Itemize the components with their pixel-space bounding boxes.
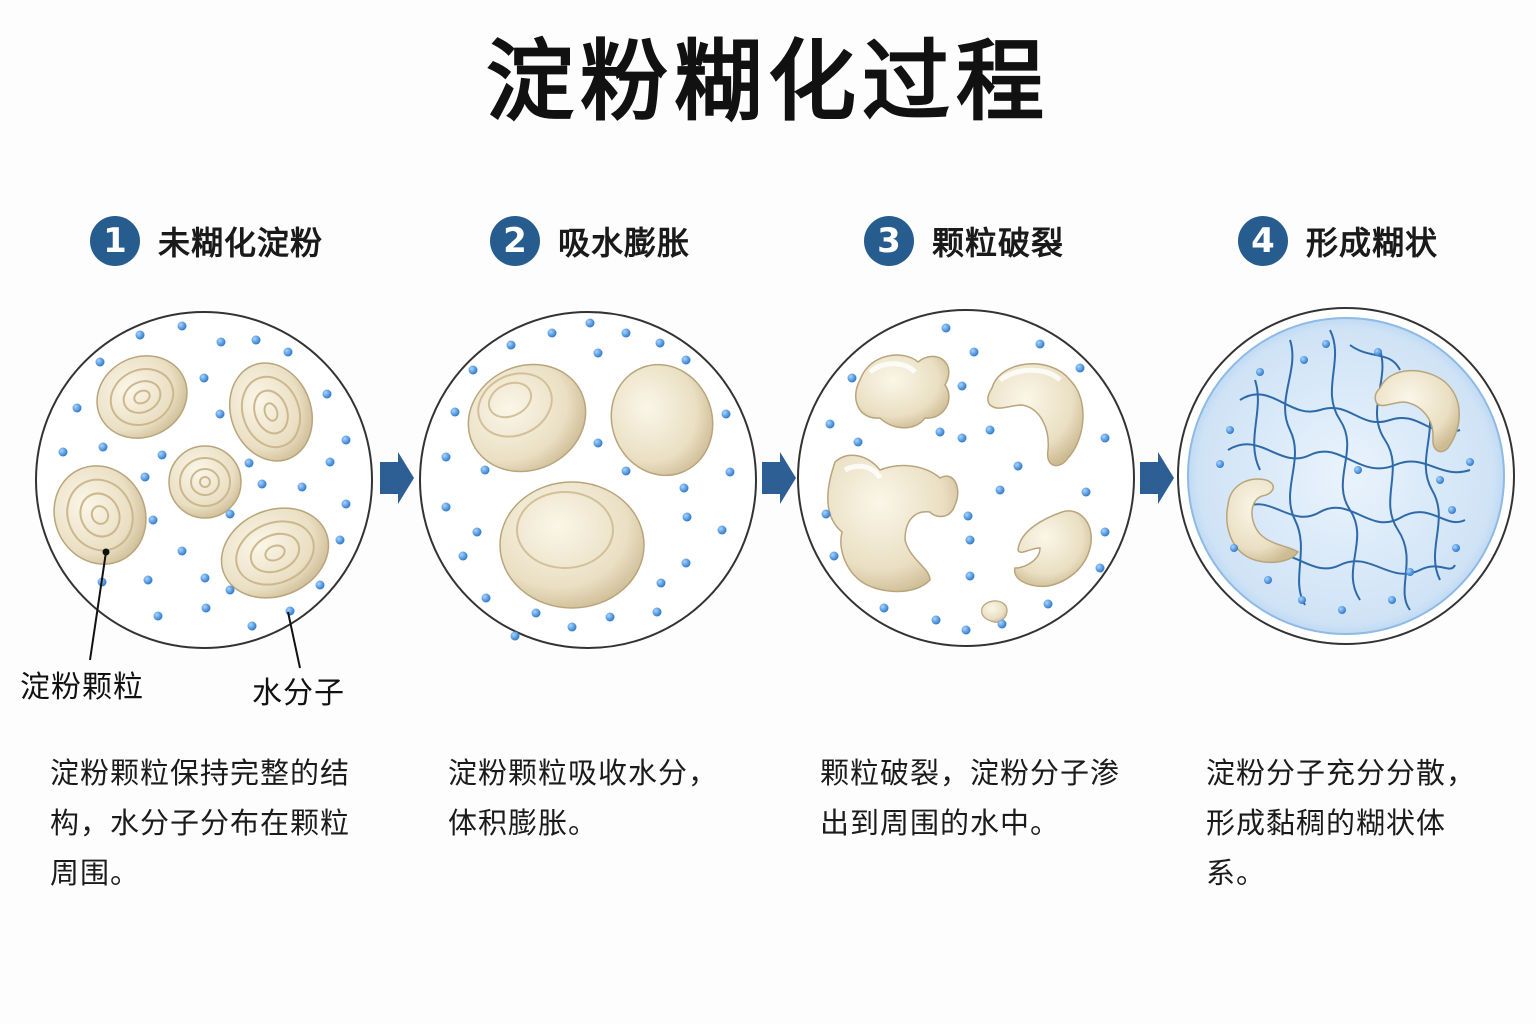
starch-granule-fragment	[981, 600, 1008, 623]
starch-granule-label: 淀粉颗粒	[20, 670, 144, 705]
starch-granule-fragment	[1014, 510, 1092, 588]
starch-granule-intact	[220, 507, 330, 599]
step-3-badge: 3	[864, 216, 914, 266]
stage-3-circle	[797, 309, 1135, 647]
starch-molecule-network	[1227, 329, 1471, 611]
step-3-title: 颗粒破裂	[932, 224, 1065, 262]
starch-granule-intact	[96, 355, 188, 439]
water-molecules	[58, 321, 351, 631]
step-4-header: 4 形成糊状	[1238, 214, 1438, 268]
page-title: 淀粉糊化过程	[485, 30, 1050, 133]
step-3-description: 颗粒破裂，淀粉分子渗出到周围的水中。	[820, 756, 1121, 840]
water-molecule-label: 水分子	[252, 676, 345, 711]
water-molecules	[1216, 340, 1474, 614]
paste-medium	[1187, 317, 1505, 635]
step-1-header: 1 未糊化淀粉	[90, 214, 323, 268]
starch-granule-fragment	[827, 454, 959, 593]
starch-granule-swollen	[610, 363, 714, 477]
stage-4-circle	[1177, 307, 1515, 645]
step-4-description: 淀粉分子充分分散，形成黏稠的糊状体系。	[1206, 756, 1477, 890]
step-4-badge: 4	[1238, 216, 1288, 266]
arrow-right-icon	[762, 452, 796, 504]
starch-granule-remnant	[1374, 370, 1460, 453]
starch-granule-intact	[168, 445, 242, 519]
water-molecules	[441, 318, 735, 641]
starch-granule-fragment	[987, 363, 1084, 467]
arrow-right-icon	[380, 452, 414, 504]
arrow-right-icon	[1140, 452, 1174, 504]
starch-granule-fragment	[855, 354, 950, 429]
step-3-header: 3 颗粒破裂	[864, 214, 1064, 268]
stage-2-circle	[419, 311, 757, 649]
starch-granule-swollen	[467, 363, 587, 473]
step-1-badge: 1	[90, 216, 140, 266]
starch-granule-callout-line	[89, 551, 107, 661]
starch-granule-intact	[228, 362, 314, 462]
water-molecule-callout-line	[287, 611, 301, 669]
water-molecules	[821, 323, 1110, 635]
stage-1-circle	[35, 311, 373, 669]
step-4-title: 形成糊状	[1306, 224, 1439, 262]
step-1-description: 淀粉颗粒保持完整的结构，水分子分布在颗粒周围。	[50, 756, 351, 890]
step-2-badge: 2	[490, 216, 540, 266]
step-2-description: 淀粉颗粒吸收水分，体积膨胀。	[448, 756, 719, 840]
starch-granule-remnant	[1226, 478, 1300, 564]
starch-granule-intact	[53, 465, 147, 565]
step-1-title: 未糊化淀粉	[158, 224, 324, 262]
step-2-title: 吸水膨胀	[558, 224, 691, 262]
step-2-header: 2 吸水膨胀	[490, 214, 690, 268]
starch-granule-swollen	[499, 481, 645, 609]
